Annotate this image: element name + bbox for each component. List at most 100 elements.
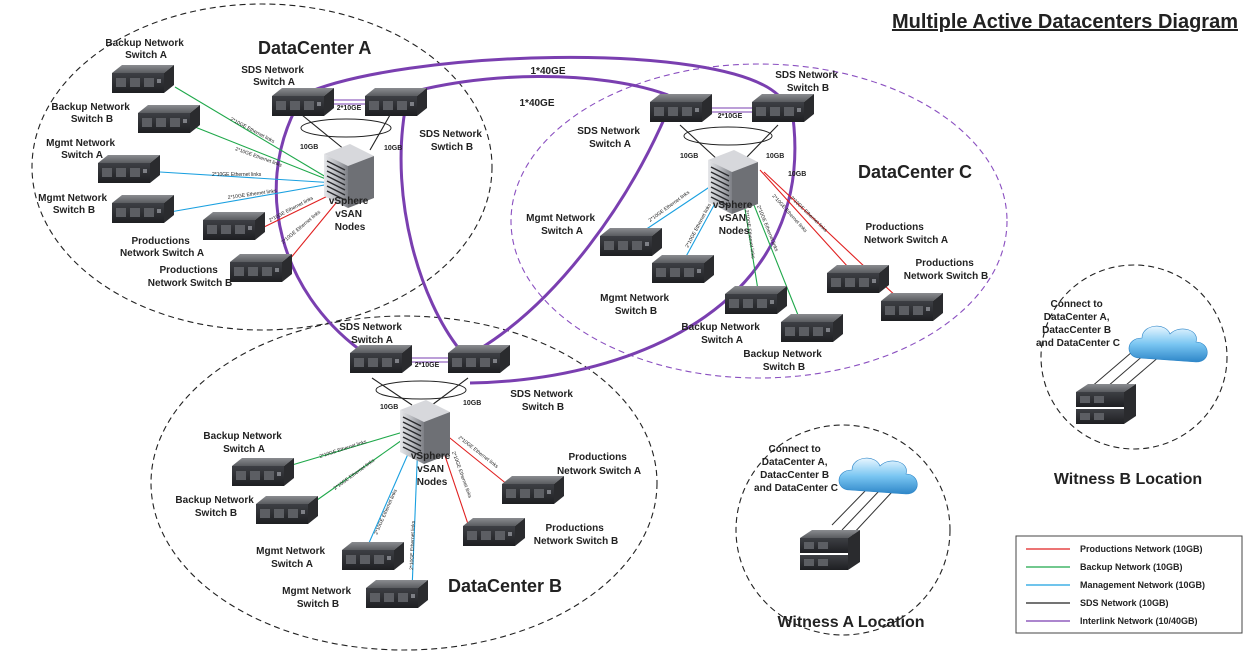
- datacenter-b-links: [291, 377, 509, 591]
- dc-b-backup-a-label: Backup Network: [203, 431, 282, 442]
- dc-b-uplink-label: 10GB: [463, 400, 481, 407]
- ethernet-links-label: 2*10GE Ethernet links: [212, 172, 262, 178]
- interlink-b-to-c-right: [469, 109, 797, 385]
- dc-c-backup-a-label: Backup Network: [681, 322, 760, 333]
- witness-a-note: Connect to: [769, 444, 821, 455]
- witness-b-note: Connect to: [1051, 299, 1103, 310]
- dc-a-backup-b-label: Backup Network: [51, 102, 130, 113]
- interlink-network: [274, 55, 797, 385]
- dc-a-prod-b-label: Productions: [159, 265, 218, 276]
- interlink-b-to-c-left: [477, 109, 670, 352]
- svg-text:Mgmt Network Switch B: Mgmt Network Switch B: [600, 293, 672, 317]
- svg-text:Backup Network Switch A: Backup Network Switch A: [203, 431, 284, 455]
- datacenter-a-boundary: [31, 3, 493, 331]
- dc-a-label: DataCenter A: [258, 38, 371, 58]
- network-switch-icon: [725, 286, 787, 314]
- svg-text:Connect to DataCenter A,: Connect to DataCenter A, DatacCenter B a…: [754, 444, 838, 494]
- network-switch-icon: [502, 476, 564, 504]
- dc-b-sds-pair-label: 2*10GE: [415, 362, 440, 369]
- ethernet-links-label: 2*10GE Ethernet links: [409, 520, 417, 570]
- svg-text:Backup Network Switch B: Backup Network Switch B: [51, 102, 132, 125]
- ethernet-links-label: 2*10GE Ethernet links: [457, 435, 500, 470]
- interlink-a-to-c-outer: [301, 55, 780, 97]
- dc-b-label: DataCenter B: [448, 576, 562, 596]
- network-switch-icon: [600, 228, 662, 256]
- svg-text:Backup Network Switch A: Backup Network Switch A: [681, 322, 762, 346]
- ethernet-links-label: 2*10GE Ethernet links: [227, 188, 277, 201]
- network-switch-icon: [98, 155, 160, 183]
- interlink-a-to-b-left: [274, 109, 361, 352]
- dc-c-mgmt-b-label: Mgmt Network: [600, 293, 669, 304]
- witness-a-links: [831, 487, 893, 536]
- dc-a-uplink-label: 10GB: [300, 144, 318, 151]
- diagram-title: Multiple Active Datacenters Diagram: [892, 11, 1238, 33]
- witness-b-title: Witness B Location: [1054, 471, 1202, 488]
- legend-label: Management Network (10GB): [1080, 580, 1205, 590]
- ethernet-links-label: 2*10GE Ethernet links: [684, 202, 713, 249]
- datacenter-a-links: [159, 86, 391, 266]
- dc-c-sds-b-label: SDS Network: [775, 70, 838, 81]
- legend-label: Backup Network (10GB): [1080, 562, 1183, 572]
- dc-c-prod-b-label: Productions: [915, 258, 974, 269]
- svg-text:vSphere vSAN Nodes: vSphere vSAN Nodes: [411, 451, 453, 488]
- network-switch-icon: [365, 88, 427, 116]
- legend-label: SDS Network (10GB): [1080, 598, 1169, 608]
- network-switch-icon: [652, 255, 714, 283]
- cloud-icon: [838, 457, 918, 495]
- dc-c-uplink-label: 10GB: [766, 153, 784, 160]
- svg-text:Productions Network Switch: Productions Network Switch B: [148, 265, 232, 289]
- network-switch-icon: [366, 580, 428, 608]
- network-switch-icon: [138, 105, 200, 133]
- dc-a-mgmt-a-label: Mgmt Network: [46, 138, 115, 149]
- interlink-a-to-b-right: [399, 109, 462, 351]
- svg-text:SDS Network Switch B: SDS Network Switch B: [775, 70, 841, 94]
- witness-host-icon: [1076, 384, 1136, 424]
- network-switch-icon: [342, 542, 404, 570]
- dc-c-sds-pair-label: 2*10GE: [718, 113, 743, 120]
- datacenter-b-boundary: [150, 315, 658, 651]
- witness-a-title: Witness A Location: [777, 614, 924, 631]
- cloud-icon: [1128, 325, 1208, 363]
- svg-text:SDS Network Switch A: SDS Network Switch A: [577, 126, 643, 150]
- interlink-label-middle: 1*40GE: [519, 98, 554, 109]
- dc-c-uplink-label: 10GB: [680, 153, 698, 160]
- dc-a-mgmt-b-label: Mgmt Network: [38, 193, 107, 204]
- network-switch-icon: [272, 88, 334, 116]
- svg-text:SDS Network Switch B: SDS Network Switch B: [510, 389, 576, 413]
- network-switch-icon: [350, 345, 412, 373]
- svg-text:Productions Network Switch: Productions Network Switch A: [557, 452, 641, 477]
- dc-b-prod-b-label: Productions: [545, 523, 604, 534]
- dc-a-sds-pair-label: 2*10GE: [337, 105, 362, 112]
- network-switch-icon: [232, 458, 294, 486]
- svg-text:Backup Network Switch B: Backup Network Switch B: [175, 495, 256, 519]
- legend-label: Productions Network (10GB): [1080, 544, 1203, 554]
- dc-b-backup-b-label: Backup Network: [175, 495, 254, 506]
- svg-text:Productions Network Switch: Productions Network Switch A: [120, 236, 204, 259]
- witness-b-boundary: [1040, 264, 1228, 450]
- dc-a-prod-a-label: Productions: [131, 236, 190, 247]
- dc-a-backup-a-label: Backup Network: [105, 38, 184, 49]
- dc-a-uplink-label: 10GB: [384, 145, 402, 152]
- dc-b-nodes-label: vSphere: [411, 451, 451, 462]
- network-switch-icon: [203, 212, 265, 240]
- svg-text:SDS Network Swtich B: SDS Network Swtich B: [419, 129, 485, 153]
- ethernet-links-label: 2*10GE Ethernet links: [333, 458, 377, 492]
- svg-text:Productions Network Switch: Productions Network Switch A: [864, 222, 948, 246]
- network-switch-icon: [752, 94, 814, 122]
- svg-text:Backup Network Switch B: Backup Network Switch B: [743, 349, 824, 373]
- svg-text:vSphere vSAN Nodes: vSphere vSAN Nodes: [713, 200, 755, 237]
- svg-text:Mgmt Network Switch B: Mgmt Network Switch B: [38, 193, 110, 216]
- interlink-a-to-c-inner: [394, 75, 669, 99]
- ethernet-links-label: 2*10GE Ethernet links: [229, 116, 276, 145]
- dc-b-sds-a-label: SDS Network: [339, 322, 402, 333]
- ethernet-links-label: 2*10GE Ethernet links: [319, 439, 368, 460]
- witness-a-boundary: [735, 424, 951, 636]
- dc-a-sds-a-label: SDS Network: [241, 65, 304, 76]
- dc-a-nodes-label: vSphere: [329, 196, 369, 207]
- dc-b-sds-b-label: SDS Network: [510, 389, 573, 400]
- network-switch-icon: [881, 293, 943, 321]
- ethernet-links-label: 2*10GE Ethernet links: [234, 146, 283, 169]
- network-switch-icon: [112, 195, 174, 223]
- dc-c-mgmt-a-label: Mgmt Network: [526, 213, 595, 224]
